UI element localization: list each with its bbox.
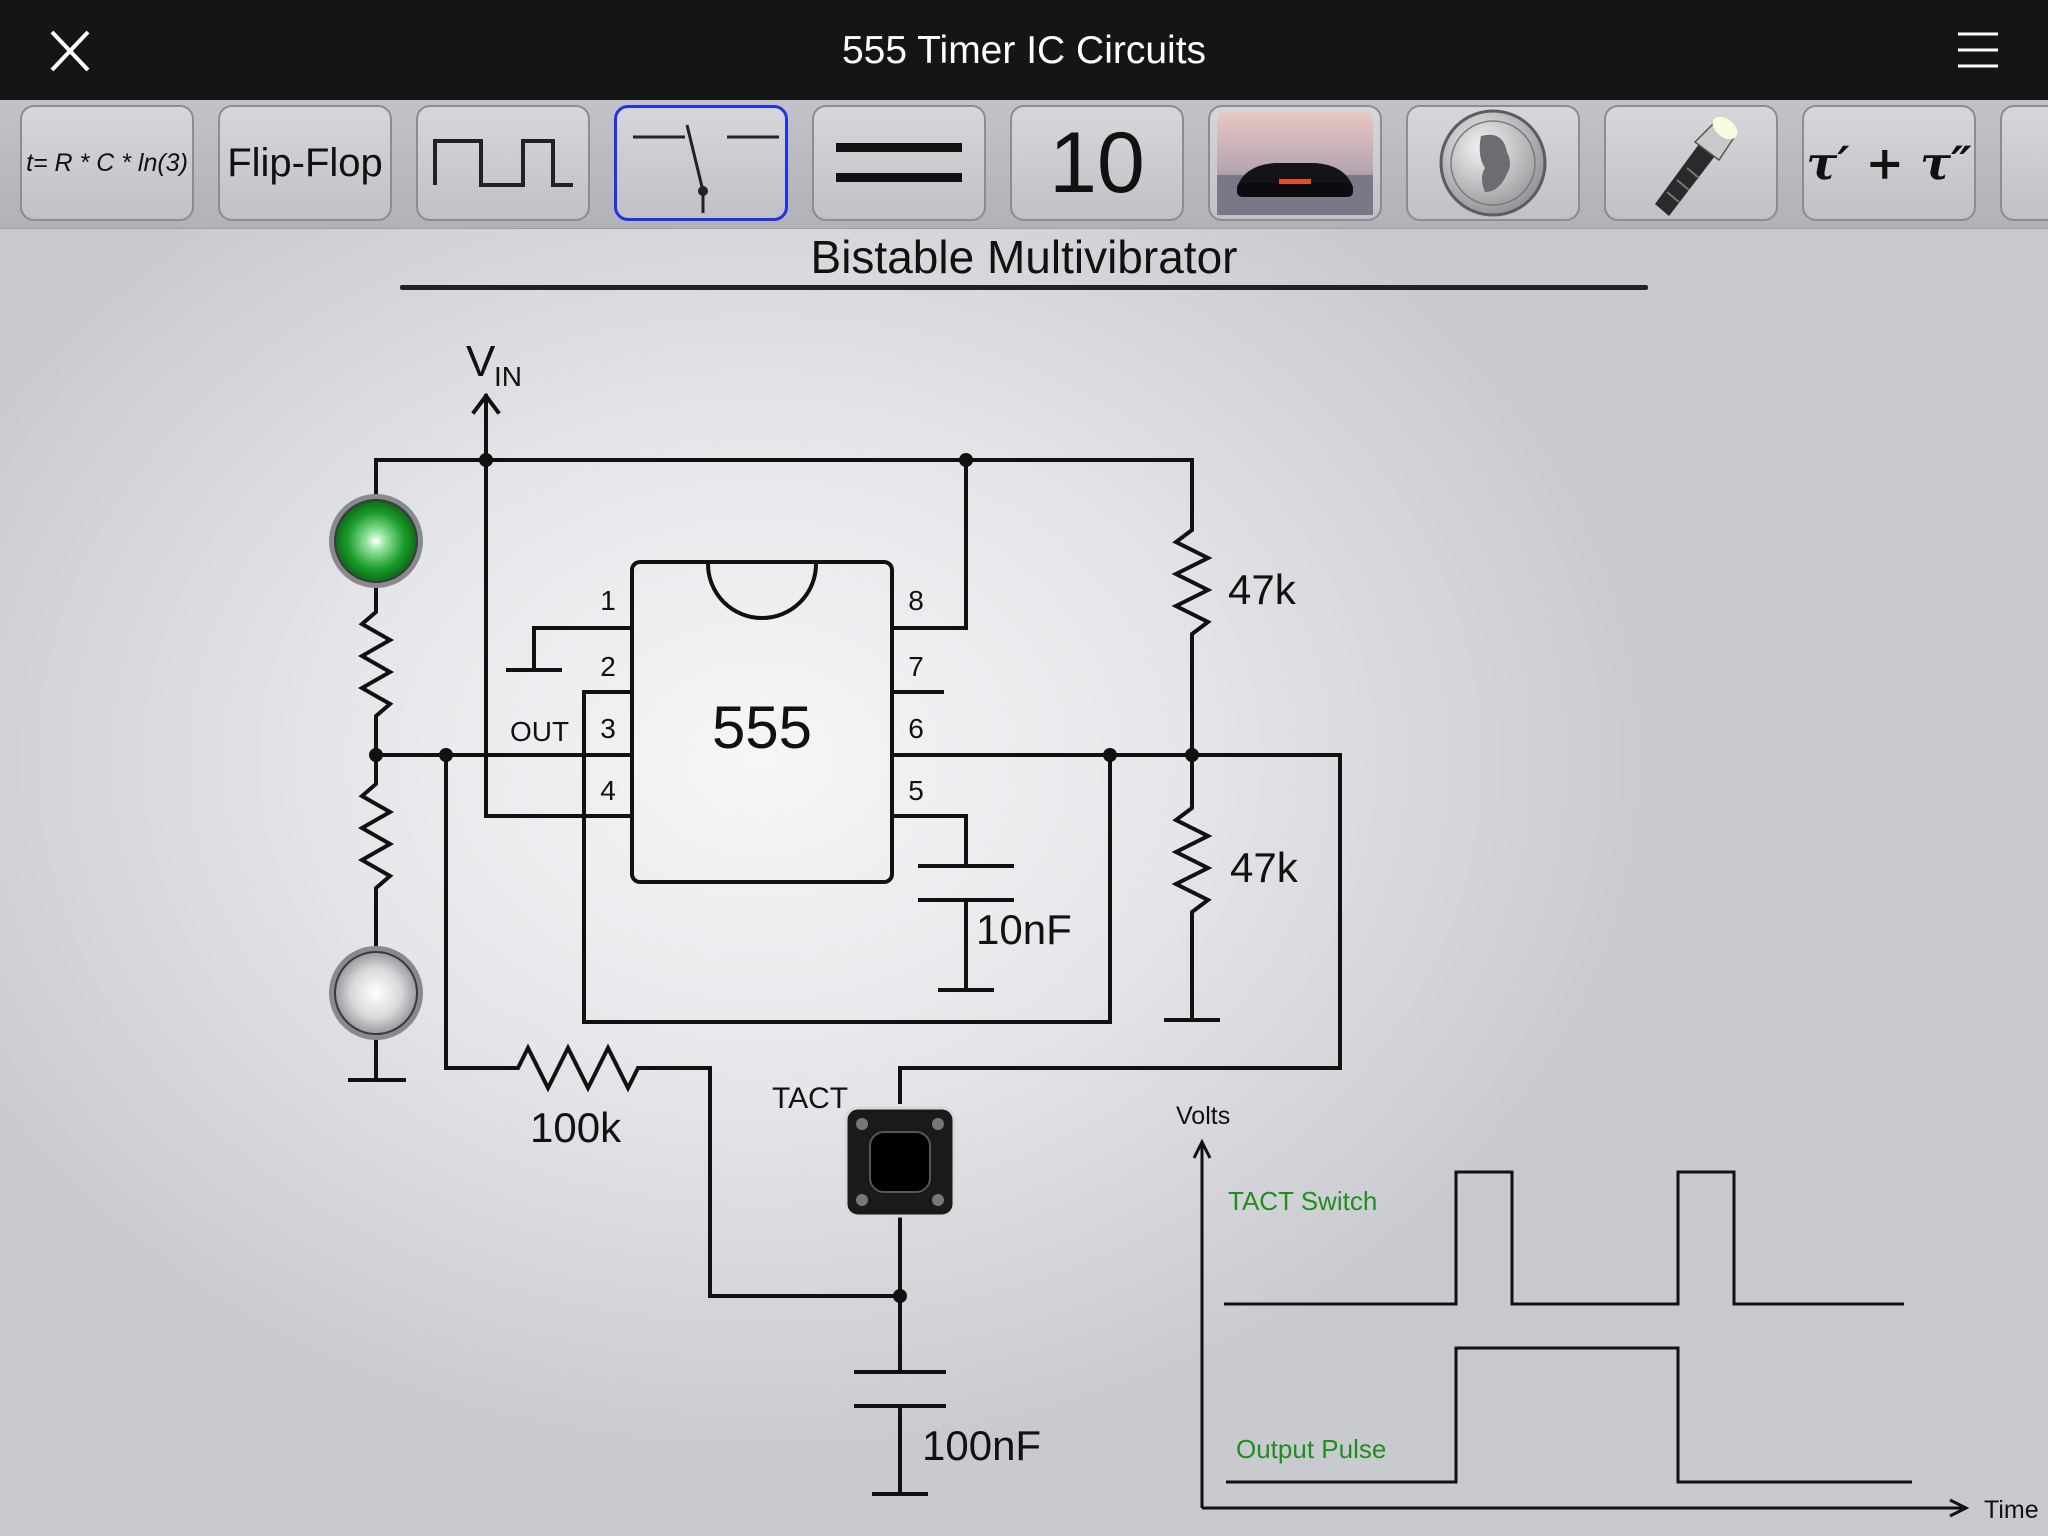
timing-diagram: Volts Time TACT Switch Output Pulse <box>1176 1102 2039 1524</box>
vin-label: V <box>466 337 496 386</box>
vin-subscript: IN <box>494 361 522 392</box>
capacitor-100nf-value: 100nF <box>922 1422 1041 1469</box>
pin-8-label: 8 <box>908 585 924 616</box>
equal-tool-button[interactable] <box>812 105 986 221</box>
flip-flop-tool-button[interactable]: Flip-Flop <box>218 105 392 221</box>
heading-underline <box>400 285 1648 290</box>
circuit-toolbar: t= R * C * ln(3) Flip-Flop 10 <box>0 100 2048 229</box>
volts-axis-label: Volts <box>1176 1102 1230 1130</box>
night-car-tool-button[interactable] <box>1208 105 1382 221</box>
flashlight-icon <box>1655 116 1738 216</box>
counter-label: 10 <box>1049 114 1145 211</box>
switch-icon <box>633 124 779 213</box>
led-white <box>329 946 423 1040</box>
pin-1-label: 1 <box>600 585 616 616</box>
switch-tool-button[interactable] <box>614 105 788 221</box>
pin-2-label: 2 <box>600 651 616 682</box>
pin-7-label: 7 <box>908 651 924 682</box>
equals-icon <box>836 143 962 182</box>
title-bar: 555 Timer IC Circuits <box>0 0 2048 100</box>
capacitor-10nf-value: 10nF <box>976 906 1072 953</box>
tact-label: TACT <box>772 1082 848 1115</box>
close-icon <box>50 30 90 72</box>
formula-tool-button[interactable]: t= R * C * ln(3) <box>20 105 194 221</box>
app-title: 555 Timer IC Circuits <box>841 29 1207 72</box>
tact-switch[interactable] <box>844 1106 956 1218</box>
tau-tool-button[interactable]: τ′ + τ″ <box>1802 105 1976 221</box>
pin-4-label: 4 <box>600 775 616 806</box>
square-wave-tool-button[interactable] <box>416 105 590 221</box>
quarter-coin-icon <box>1439 109 1547 217</box>
flashlight-tool-button[interactable] <box>1604 105 1778 221</box>
output-pulse-series-label: Output Pulse <box>1236 1434 1386 1464</box>
tact-switch-series-label: TACT Switch <box>1228 1186 1377 1216</box>
close-button[interactable] <box>42 26 98 76</box>
pin-5-label: 5 <box>908 775 924 806</box>
list-tool-button[interactable] <box>2000 105 2048 221</box>
hamburger-menu-icon <box>1958 32 1998 68</box>
output-pulse-trace <box>1226 1346 1912 1484</box>
tact-switch-trace <box>1224 1170 1904 1306</box>
flip-flop-label: Flip-Flop <box>227 140 383 185</box>
pin-3-label: 3 <box>600 713 616 744</box>
led-green <box>329 494 423 588</box>
formula-label: t= R * C * ln(3) <box>26 148 188 177</box>
tau-label: τ′ + τ″ <box>1806 136 1972 190</box>
pin-6-label: 6 <box>908 713 924 744</box>
out-label: OUT <box>510 716 569 747</box>
square-wave-icon <box>433 139 573 187</box>
quarter-coin-tool-button[interactable] <box>1406 105 1580 221</box>
menu-button[interactable] <box>1952 28 2004 74</box>
resistor-bottom-value: 47k <box>1230 844 1299 891</box>
resistor-100k-value: 100k <box>530 1104 622 1151</box>
resistor-top-value: 47k <box>1228 566 1297 613</box>
time-axis-label: Time <box>1984 1496 2039 1524</box>
circuit-heading: Bistable Multivibrator <box>810 231 1238 283</box>
ic-label: 555 <box>712 694 812 761</box>
counter-tool-button[interactable]: 10 <box>1010 105 1184 221</box>
car-image-icon <box>1217 111 1373 215</box>
